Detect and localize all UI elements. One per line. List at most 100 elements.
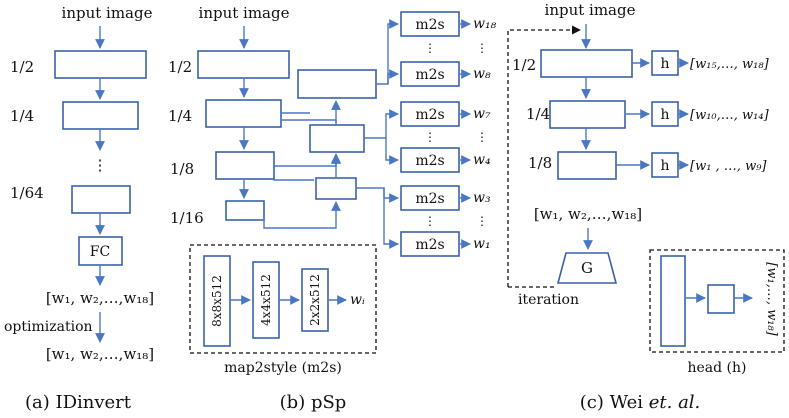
c-scale-1-4: 1/4 xyxy=(526,105,550,123)
a-encoder-block xyxy=(62,101,139,130)
c-scale-1-8: 1/8 xyxy=(528,154,552,172)
c-head-block xyxy=(651,50,679,76)
b-map-output: wᵢ xyxy=(350,292,365,308)
c-head-inset-block xyxy=(660,255,686,347)
b-branch xyxy=(364,109,399,139)
c-generator-label: G xyxy=(581,259,593,277)
b-encoder-block xyxy=(225,200,265,221)
b-m2s-w18: m2s xyxy=(400,11,460,37)
panel-a: input image 1/2 1/4 ⋮ 1/64 FC [w₁, w₂,…,… xyxy=(4,4,154,413)
svg-text:m2s: m2s xyxy=(415,191,444,207)
b-scale-1-2: 1/2 xyxy=(168,58,192,76)
svg-text:m2s: m2s xyxy=(415,17,444,33)
a-scale-1-64: 1/64 xyxy=(10,184,44,202)
c-head-inset-fc xyxy=(707,284,735,314)
b-scale-1-4: 1/4 xyxy=(168,107,192,125)
a-optimization-label: optimization xyxy=(4,319,93,335)
b-output-w7: w₇ xyxy=(473,106,491,122)
b-output-w1: w₁ xyxy=(473,236,491,252)
b-m2s-w7: m2s xyxy=(400,101,460,127)
b-map-label-4x4: 4x4x512 xyxy=(259,274,273,326)
a-input-label: input image xyxy=(62,4,153,22)
c-head-frame xyxy=(649,249,785,353)
c-latent: [w₁, w₂,…,w₁₈] xyxy=(534,205,642,223)
panel-c: input image iteration 1/2 1/4 1/8 h [w₁₅… xyxy=(507,1,785,413)
b-lateral xyxy=(274,153,341,167)
svg-text:m2s: m2s xyxy=(415,237,444,253)
b-lateral xyxy=(263,201,341,229)
svg-text:m2s: m2s xyxy=(415,153,444,169)
b-scale-1-8: 1/8 xyxy=(170,160,194,178)
b-dots: ⋮ xyxy=(476,41,488,55)
c-iteration-loop xyxy=(507,25,581,287)
c-encoder-block xyxy=(549,100,626,129)
b-m2s-w3: m2s xyxy=(400,185,460,211)
b-map-label-8x8: 8x8x512 xyxy=(210,275,224,327)
a-fc-label: FC xyxy=(90,244,110,260)
a-fc-block xyxy=(78,236,123,266)
c-head-inset-output: [w₁,…, w₁₈] xyxy=(764,262,779,336)
b-branch xyxy=(383,188,399,249)
b-feature-medium xyxy=(309,124,365,153)
c-caption-prefix: (c) Wei xyxy=(580,392,649,413)
c-head-output: [w₁₅,…, w₁₈] xyxy=(690,57,770,72)
c-iteration-label: iteration xyxy=(518,292,579,308)
b-m2s-w4: m2s xyxy=(400,147,460,173)
b-dots: ⋮ xyxy=(424,41,436,55)
b-encoder-block xyxy=(197,50,290,79)
a-scale-1-2: 1/2 xyxy=(10,58,34,76)
c-scale-1-2: 1/2 xyxy=(512,56,536,74)
c-encoder-block xyxy=(557,151,617,180)
b-input-label: input image xyxy=(199,4,290,22)
b-feature-coarse xyxy=(297,69,377,99)
b-map-block-8x8 xyxy=(203,255,231,347)
c-encoder-block xyxy=(540,49,633,78)
b-dots: ⋮ xyxy=(476,214,488,228)
b-lateral xyxy=(273,166,314,181)
c-caption-italic: et. al. xyxy=(649,392,701,413)
b-output-w8: w₈ xyxy=(473,66,491,82)
c-generator xyxy=(556,252,618,284)
c-head-label: h xyxy=(660,158,669,174)
b-branch xyxy=(376,19,399,85)
a-encoder-block xyxy=(54,50,147,79)
b-output-w3: w₃ xyxy=(473,190,491,206)
b-map-label-2x2: 2x2x512 xyxy=(308,274,322,326)
b-caption: (b) pSp xyxy=(280,392,347,413)
b-branch xyxy=(356,187,399,203)
b-branch xyxy=(387,69,399,84)
c-head-output: [w₁ , …, w₉] xyxy=(690,159,767,174)
b-encoder-block xyxy=(205,99,282,128)
c-head-label: h xyxy=(660,56,669,72)
b-map-caption: map2style (m2s) xyxy=(224,360,342,376)
b-map2style-frame xyxy=(189,244,377,354)
b-lateral xyxy=(280,113,337,123)
c-caption: (c) Wei et. al. xyxy=(580,392,701,413)
c-head-output: [w₁₀,…, w₁₄] xyxy=(690,108,770,123)
b-output-w4: w₄ xyxy=(473,152,491,168)
b-m2s-w8: m2s xyxy=(400,61,460,87)
svg-text:m2s: m2s xyxy=(415,107,444,123)
c-head-caption: head (h) xyxy=(687,360,746,376)
svg-text:m2s: m2s xyxy=(415,67,444,83)
b-dots: ⋮ xyxy=(424,214,436,228)
a-encoder-block xyxy=(71,185,131,214)
b-output-w18: w₁₈ xyxy=(473,16,497,32)
a-latent: [w₁, w₂,…,w₁₈] xyxy=(46,289,154,307)
c-input-label: input image xyxy=(545,1,636,19)
b-scale-1-16: 1/16 xyxy=(170,209,204,227)
a-latent-out: [w₁, w₂,…,w₁₈] xyxy=(46,345,154,363)
b-map-block-4x4 xyxy=(252,261,280,339)
b-m2s-w1: m2s xyxy=(400,231,460,257)
b-encoder-block xyxy=(215,151,275,180)
b-dots: ⋮ xyxy=(476,130,488,144)
a-dots: ⋮ xyxy=(93,156,108,174)
b-dots: ⋮ xyxy=(424,130,436,144)
a-scale-1-4: 1/4 xyxy=(10,107,34,125)
a-caption: (a) IDinvert xyxy=(25,392,132,413)
panel-b: input image 1/2 1/4 1/8 1/16 xyxy=(168,4,497,413)
b-branch xyxy=(385,138,399,165)
c-head-label: h xyxy=(660,107,669,123)
